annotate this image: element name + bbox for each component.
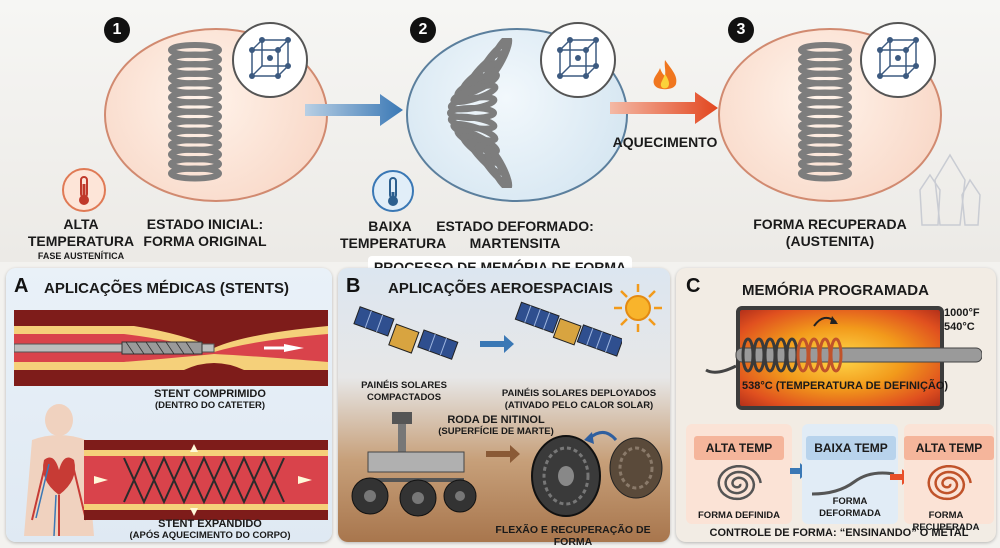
- stent-expanded-caption: STENT EXPANDIDO(APÓS AQUECIMENTO DO CORP…: [129, 518, 291, 541]
- panel-b-bottom-caption: FLEXÃO E RECUPERAÇÃO DE FORMA: [495, 524, 651, 548]
- stent-compressed-caption: STENT COMPRIMIDO(DENTRO DO CATETER): [154, 388, 266, 411]
- thermometer-hot-icon: [79, 176, 89, 205]
- spiral-defined-icon: [717, 464, 762, 501]
- step-number-1: 1: [104, 17, 130, 43]
- crystal-lattice-3: [860, 22, 936, 98]
- furnace-label: 538°C (TEMPERATURA DE DEFINIÇÃO): [742, 380, 949, 392]
- cube-lattice-icon: [877, 37, 919, 79]
- satellite-compact-icon: [353, 306, 459, 360]
- thermometer-cold-icon: [388, 177, 398, 206]
- rover-icon: [351, 412, 477, 517]
- panel-aerospace: [338, 268, 670, 542]
- spring-deformed-icon: [447, 38, 513, 188]
- panel-c-letter: C: [686, 275, 701, 297]
- arrow-deploy-icon: [480, 335, 514, 353]
- heating-label: AQUECIMENTO: [612, 134, 718, 150]
- spring-recovered-icon: [798, 42, 852, 182]
- rotation-arrow-icon: [813, 316, 838, 327]
- stage-header-high-2: ALTA TEMP: [904, 436, 994, 460]
- phase-label: FASE AUSTENÍTICA: [37, 251, 125, 261]
- vessel-compressed-illustration: [14, 310, 328, 386]
- coil-turn: [475, 142, 509, 185]
- panel-a-letter: A: [14, 275, 29, 297]
- wheel-caption: RODA DE NITINOL(SUPERFÍCIE DE MARTE): [438, 414, 554, 437]
- wire-deformed-icon: [811, 471, 895, 496]
- satellite-deployed-icon: [514, 301, 622, 357]
- cold-thermometer-badge: [372, 170, 414, 212]
- coil-turn: [798, 165, 852, 182]
- panel-a-title: APLICAÇÕES MÉDICAS (STENTS): [44, 280, 290, 297]
- cube-lattice-icon: [557, 37, 599, 79]
- step1-state-label: ESTADO INICIAL:FORMA ORIGINAL: [143, 216, 267, 249]
- panel-c-title: MEMÓRIA PROGRAMADA: [742, 282, 929, 299]
- coil-turn: [829, 337, 843, 373]
- crystal-lattice-1: [232, 22, 308, 98]
- arrow-wheel-icon: [486, 445, 520, 463]
- panel-b-letter: B: [346, 275, 361, 297]
- stage-header-low: BAIXA TEMP: [806, 436, 896, 460]
- stage-caption-1: FORMA DEFINIDA: [698, 510, 780, 521]
- step-number-2: 2: [410, 17, 436, 43]
- human-circulation-icon: [24, 404, 94, 536]
- sun-icon: [614, 284, 662, 332]
- spiral-recovered-icon: [927, 464, 972, 501]
- stage-header-high-1: ALTA TEMP: [694, 436, 784, 460]
- coil-turn: [454, 127, 500, 156]
- step3-state-label: FORMA RECUPERADA(AUSTENITA): [753, 216, 907, 249]
- spring-original-icon: [168, 42, 222, 182]
- stage-caption-3: FORMA RECUPERADA: [912, 510, 980, 533]
- coil-turn: [168, 165, 222, 182]
- panel-b-title: APLICAÇÕES AEROESPACIAIS: [388, 280, 614, 297]
- flame-icon: [653, 60, 677, 90]
- coil-turn: [484, 145, 513, 188]
- nitinol-wheel-icon: [531, 431, 663, 517]
- satellite-deployed-caption: PAINÉIS SOLARES DEPLOYADOS(ATIVADO PELO …: [501, 388, 657, 411]
- panel-c-bottom-caption: CONTROLE DE FORMA: “ENSINANDO” O METAL: [709, 527, 969, 539]
- hot-thermometer-badge: [62, 168, 106, 212]
- step2-state-label: ESTADO DEFORMADO:MARTENSITA: [436, 218, 594, 251]
- furnace-wire-icon: [705, 337, 982, 374]
- step-number-3: 3: [728, 17, 754, 43]
- vessel-expanded-illustration: [84, 440, 328, 520]
- crystal-decoration-icon: [919, 153, 981, 226]
- cube-lattice-icon: [249, 37, 291, 79]
- arrow-deform-icon: [305, 94, 403, 126]
- crystal-lattice-2: [540, 22, 616, 98]
- arrow-heating-icon: [610, 92, 718, 124]
